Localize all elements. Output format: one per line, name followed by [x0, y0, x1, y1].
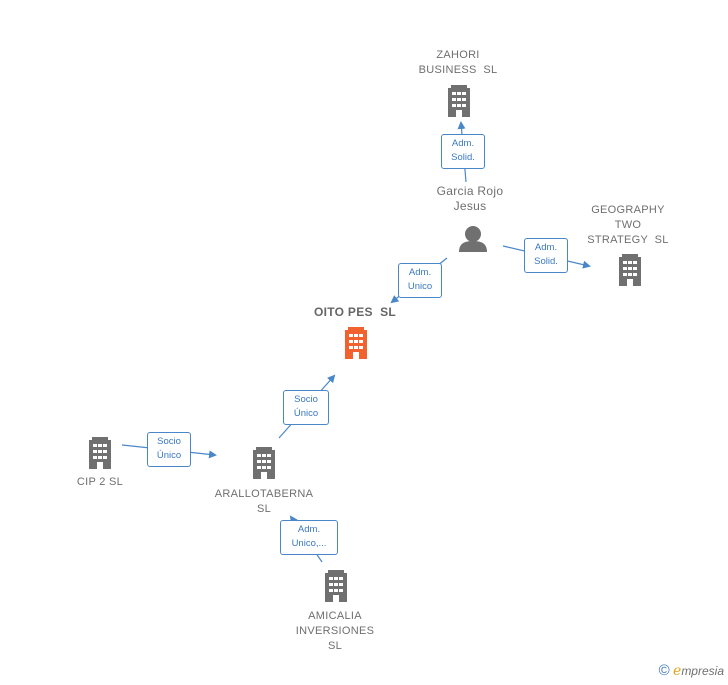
node-label-garcia[interactable]: Garcia Rojo Jesus: [436, 184, 504, 213]
edge-label-garcia-oito[interactable]: Adm. Unico: [398, 263, 442, 298]
amicalia-building-icon[interactable]: [325, 570, 347, 602]
edge-label-garcia-zahori[interactable]: Adm. Solid.: [441, 134, 485, 169]
edge-label-garcia-geography[interactable]: Adm. Solid.: [524, 238, 568, 273]
edge-label-arallo-oito[interactable]: Socio Único: [283, 390, 329, 425]
node-label-zahori[interactable]: ZAHORI BUSINESS SL: [418, 49, 498, 76]
node-label-geography[interactable]: GEOGRAPHY TWO STRATEGY SL: [587, 204, 669, 246]
node-label-amicalia[interactable]: AMICALIA INVERSIONES SL: [295, 610, 375, 652]
geography-building-icon[interactable]: [619, 254, 641, 286]
node-label-arallotaberna[interactable]: ARALLOTABERNA SL: [214, 488, 314, 515]
arallotaberna-building-icon[interactable]: [253, 447, 275, 479]
node-label-oito[interactable]: OITO PES SL: [313, 305, 397, 319]
empresia-watermark[interactable]: © empresia: [659, 662, 724, 679]
edge-label-cip-arallo[interactable]: Socio Único: [147, 432, 191, 467]
oito-building-icon[interactable]: [345, 327, 367, 359]
cip-building-icon[interactable]: [89, 437, 111, 469]
edge-label-amicalia-arallo[interactable]: Adm. Unico,...: [280, 520, 338, 555]
node-label-cip[interactable]: CIP 2 SL: [76, 476, 124, 488]
zahori-building-icon[interactable]: [448, 85, 470, 117]
brand-logo-initial: e: [673, 663, 682, 679]
brand-logo-text: mpresia: [681, 664, 724, 678]
copyright-symbol: ©: [658, 662, 670, 679]
person-icon[interactable]: [459, 226, 487, 252]
